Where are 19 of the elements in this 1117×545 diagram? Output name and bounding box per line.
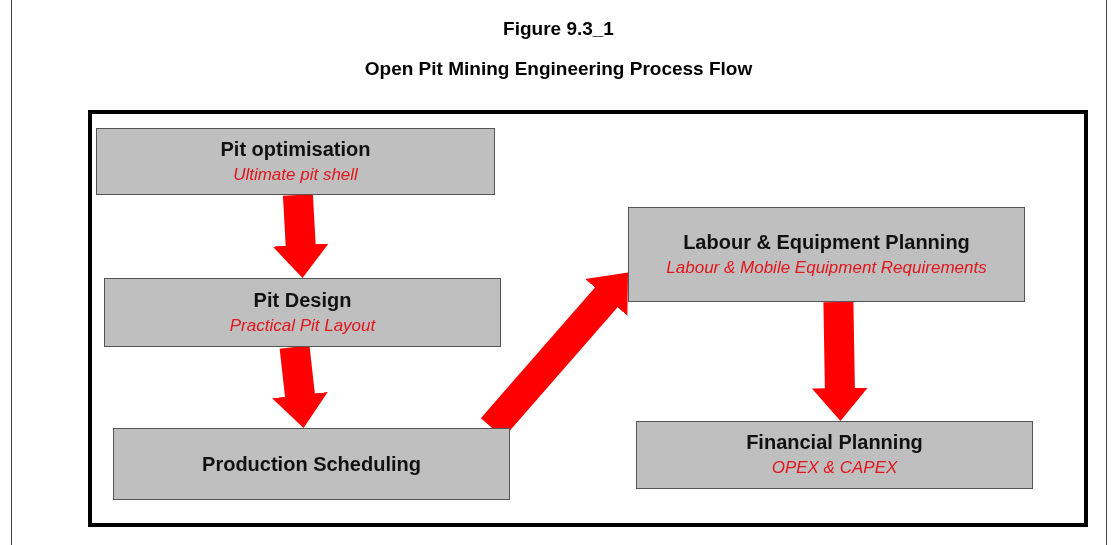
process-box — [104, 278, 501, 347]
block-arrow — [272, 345, 328, 430]
figure-number: Figure 9.3_1 — [503, 18, 614, 40]
block-arrow — [811, 301, 868, 422]
box-subtitle: Labour & Mobile Equipment Requirements — [666, 256, 987, 279]
box-title: Pit Design — [253, 287, 352, 313]
box-subtitle: OPEX & CAPEX — [771, 457, 898, 480]
block-arrow — [272, 194, 329, 279]
process-box — [628, 207, 1025, 302]
box-title: Labour & Equipment Planning — [683, 229, 970, 255]
process-box — [96, 128, 495, 195]
box-title: Production Scheduling — [202, 452, 421, 477]
box-subtitle: Practical Pit Layout — [229, 314, 376, 337]
box-title: Pit optimisation — [220, 136, 371, 162]
box-subtitle: Ultimate pit shell — [233, 163, 358, 186]
process-box — [636, 421, 1033, 489]
diagram-title: Open Pit Mining Engineering Process Flow — [364, 58, 753, 80]
box-title: Financial Planning — [746, 430, 923, 456]
process-box — [113, 428, 510, 500]
